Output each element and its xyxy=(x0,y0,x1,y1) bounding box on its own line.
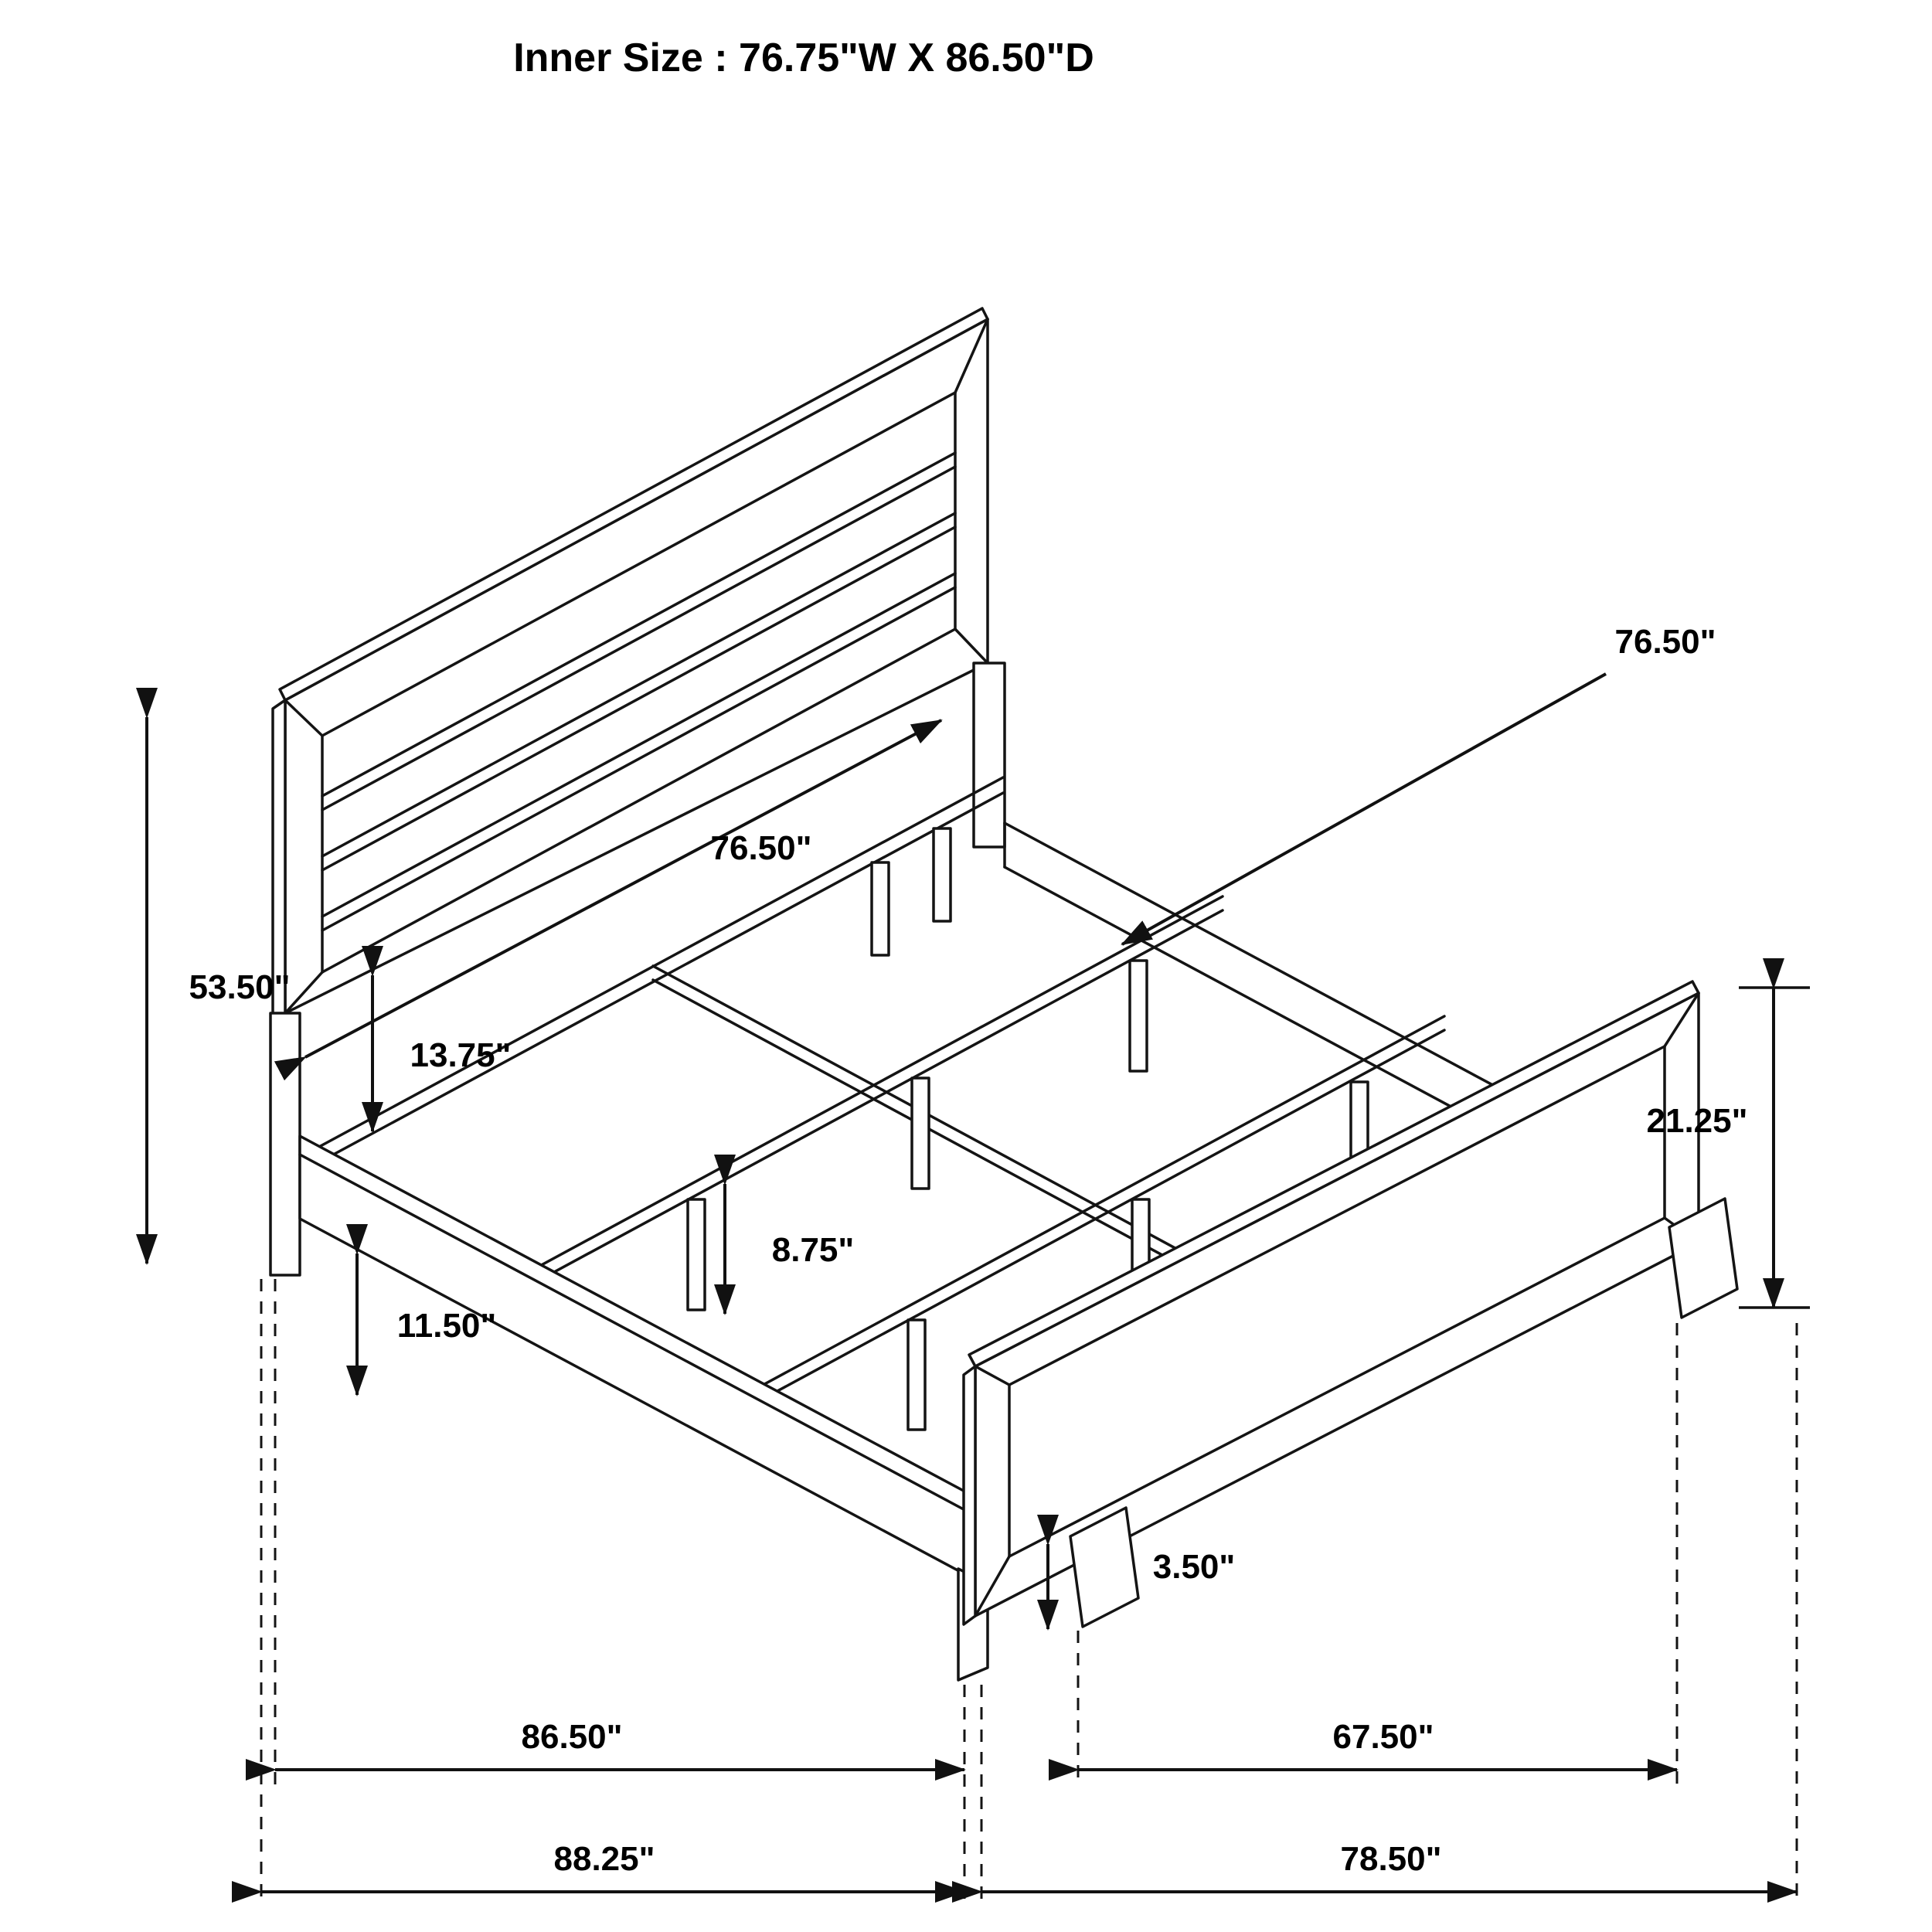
footboard-left-leg xyxy=(1069,1506,1140,1628)
headboard-left-post xyxy=(269,1012,301,1277)
footboard-inner-frame-bottom xyxy=(1008,1216,1666,1558)
label-headboard-width: 76.50" xyxy=(711,829,812,867)
dimension-labels: Inner Size : 76.75"W X 86.50"D 76.50" 76… xyxy=(189,36,1748,1878)
dimension-arrows xyxy=(136,672,1810,1903)
headboard-miter xyxy=(954,628,989,665)
dim-arrow-headboard-width xyxy=(274,719,943,1081)
side-rail-board xyxy=(298,1134,974,1580)
footboard-inner-frame-top xyxy=(1008,1045,1666,1386)
label-overall-width: 78.50" xyxy=(1341,1840,1442,1878)
headboard-inner-frame-top xyxy=(321,391,957,737)
near-side-rail xyxy=(298,1134,974,1580)
footboard-top-edge xyxy=(968,980,1700,1368)
label-rail-length: 86.50" xyxy=(522,1718,623,1756)
footboard-miter xyxy=(1663,992,1700,1048)
label-headboard-height: 53.50" xyxy=(189,968,291,1006)
label-support-leg-height: 8.75" xyxy=(772,1231,855,1269)
headboard-miter xyxy=(954,318,989,394)
footboard xyxy=(957,980,1739,1682)
diagram-title: Inner Size : 76.75"W X 86.50"D xyxy=(513,36,1094,80)
support-leg xyxy=(686,1198,706,1311)
cross-slat xyxy=(526,909,1224,1288)
cross-slat xyxy=(747,1029,1446,1408)
support-leg xyxy=(910,1077,930,1190)
support-leg xyxy=(932,827,952,923)
support-leg xyxy=(906,1318,927,1431)
label-slat-length: 76.50" xyxy=(1615,623,1716,661)
footboard-miter xyxy=(974,1555,1011,1617)
extension-lines xyxy=(260,1279,1798,1905)
label-footboard-height: 21.25" xyxy=(1647,1102,1748,1140)
footboard-right-leg xyxy=(1668,1197,1739,1319)
support-leg xyxy=(1128,959,1148,1073)
label-footboard-leg-span: 67.50" xyxy=(1333,1718,1434,1756)
cross-slat xyxy=(747,1015,1446,1394)
footboard-miter xyxy=(974,1365,1011,1386)
label-foot-height: 3.50" xyxy=(1153,1548,1236,1586)
support-leg xyxy=(870,861,890,957)
dim-leader-slat-length xyxy=(1121,672,1607,946)
label-panel-to-rail: 13.75" xyxy=(410,1036,512,1074)
footboard-left-edge xyxy=(962,1365,977,1626)
headboard-right-post xyxy=(972,662,1006,849)
side-rail-top-edge xyxy=(298,1153,974,1515)
label-rail-clearance: 11.50" xyxy=(397,1307,497,1345)
headboard-top-edge xyxy=(278,307,989,702)
cross-slat xyxy=(526,895,1224,1274)
label-overall-length: 88.25" xyxy=(554,1840,655,1878)
